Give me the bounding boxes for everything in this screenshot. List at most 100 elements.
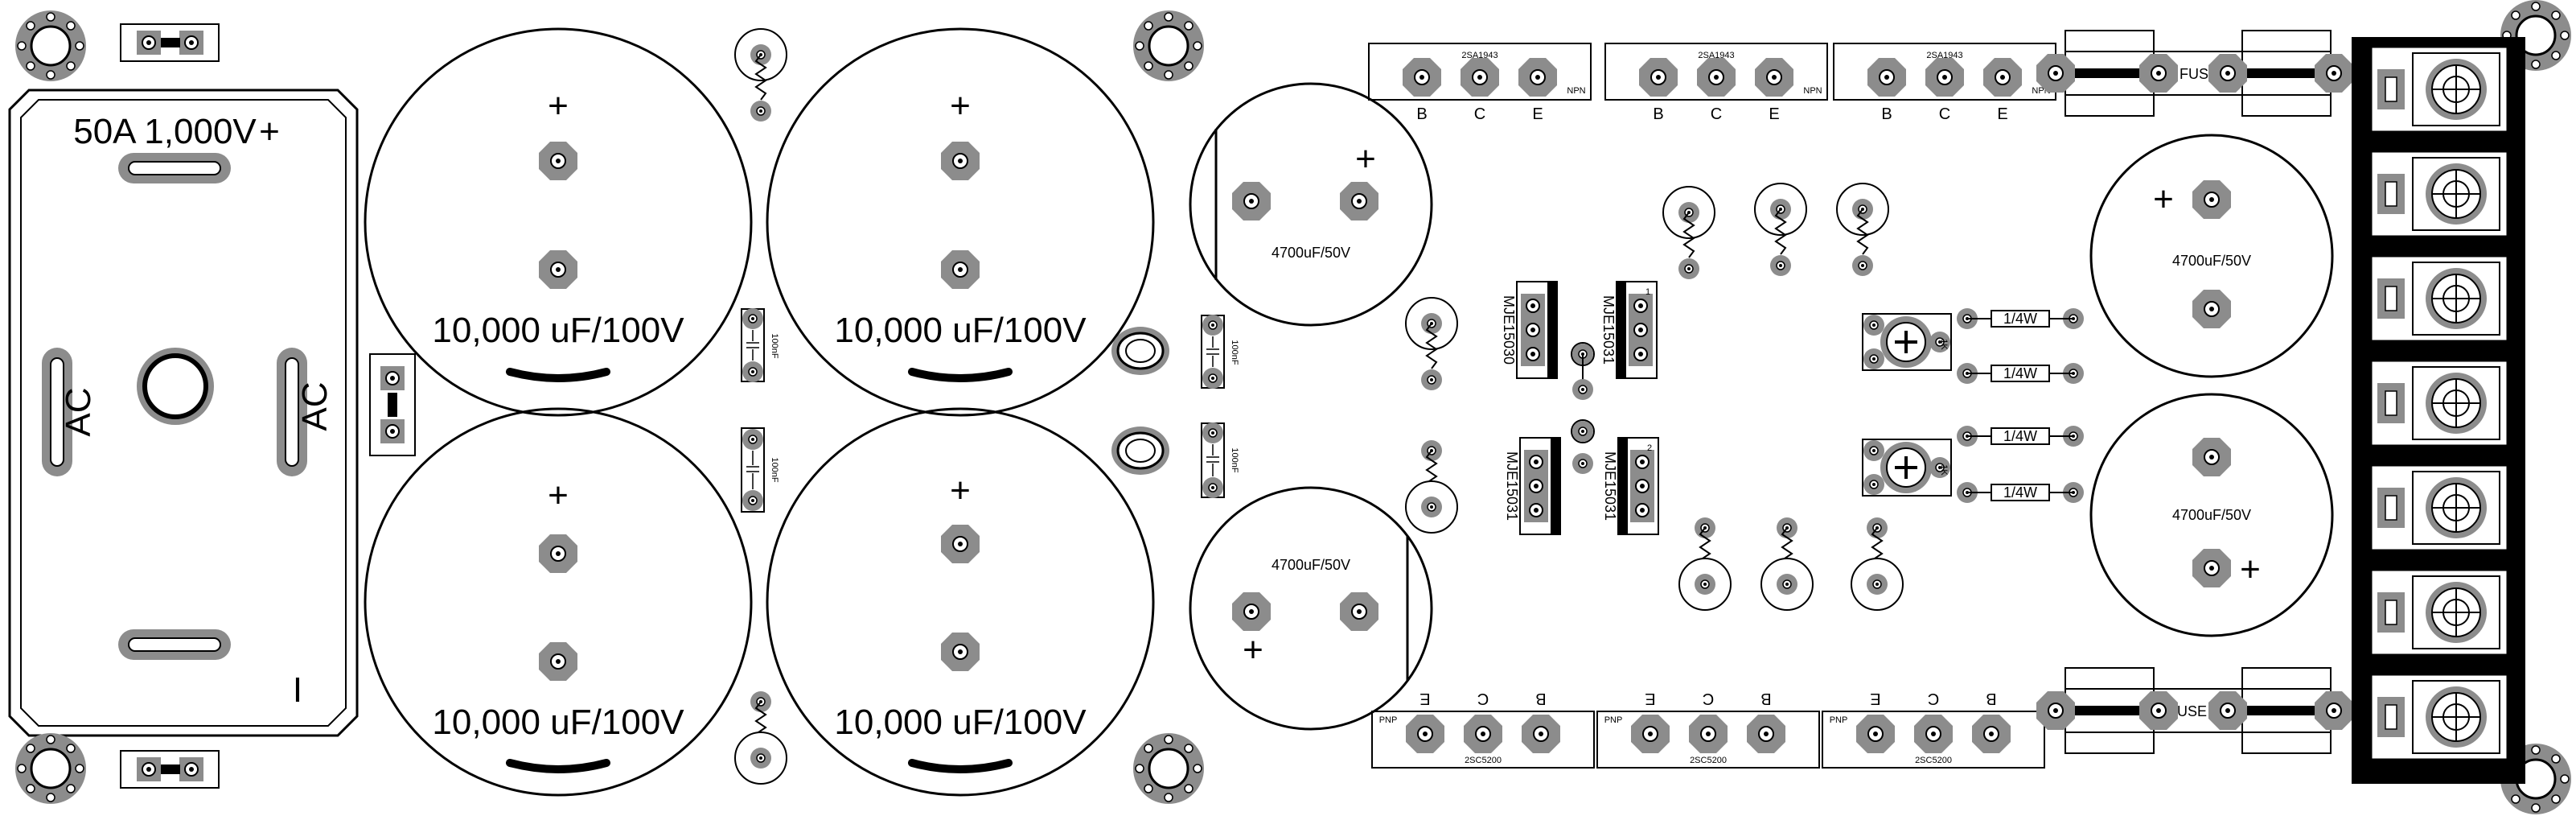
transistor-part: 2SA1943 xyxy=(1461,51,1498,60)
pin-label: B xyxy=(1653,105,1663,123)
mounting-hole-icon xyxy=(14,732,88,806)
pin-label: B xyxy=(1416,105,1427,123)
pin-label: B xyxy=(1535,690,1546,707)
pin-label: E xyxy=(1769,105,1779,123)
transistor-part: 2SC5200 xyxy=(1690,756,1727,765)
cap-plus-marker: + xyxy=(2153,179,2174,219)
transistor-type: PNP xyxy=(1830,715,1848,725)
driver-pin-number: 1 xyxy=(1645,287,1650,297)
driver-label: MJE15030 xyxy=(1501,295,1517,365)
pin-label: B xyxy=(1881,105,1892,123)
pin-label: C xyxy=(1474,105,1485,123)
pin-label: B xyxy=(1760,690,1771,707)
screw-terminal-icon xyxy=(2369,254,2509,343)
mounting-hole-icon xyxy=(1132,732,1206,806)
capacitor-main-2: + 10,000 uF/100V xyxy=(766,27,1155,417)
driver-2: 1 MJE15031 xyxy=(1600,281,1658,379)
pin-label: C xyxy=(1711,105,1722,123)
transistor-part: 2SC5200 xyxy=(1465,756,1502,765)
pin-label: C xyxy=(1703,690,1714,707)
led-top xyxy=(1111,327,1169,375)
screw-terminal-icon xyxy=(2369,568,2509,657)
transistor-top-3: 2SA1943 NPN B C E xyxy=(1833,43,2056,123)
bridge-plus-marker: + xyxy=(259,112,280,151)
resistor-vertical xyxy=(1663,187,1715,279)
driver-1: 3 MJE15030 xyxy=(1501,281,1558,379)
cap-plus-marker: + xyxy=(1243,630,1263,670)
jumper-top xyxy=(120,23,220,62)
film-cap-1: 100nF xyxy=(741,307,779,383)
bridge-ac-right: AC xyxy=(295,381,335,431)
cap-plus-marker: + xyxy=(950,471,971,510)
pin-label: E xyxy=(1645,690,1655,707)
cap-plus-marker: + xyxy=(950,86,971,126)
terminal-block xyxy=(2352,37,2525,784)
pin-label: E xyxy=(1997,105,2007,123)
screw-terminal-icon xyxy=(2369,359,2509,447)
resistor-vertical xyxy=(735,29,787,122)
resistor-label: 1/4W xyxy=(2003,428,2037,444)
resistor-quarter-watt-1: 1/4W xyxy=(1956,307,2085,330)
pin-label: E xyxy=(1870,690,1880,707)
film-cap-label: 100nF xyxy=(1230,447,1239,472)
jumper-middle xyxy=(369,353,416,456)
resistor-quarter-watt-2: 1/4W xyxy=(1956,362,2085,385)
film-cap-label: 100nF xyxy=(770,457,779,482)
resistor-vertical xyxy=(1837,183,1888,276)
resistor-vertical xyxy=(1755,183,1806,276)
film-cap-4: 100nF xyxy=(1201,422,1239,499)
cap-label: 4700uF/50V xyxy=(1272,557,1350,573)
fuse-bottom: FUSE xyxy=(2036,667,2354,754)
film-cap-2: 100nF xyxy=(741,427,779,513)
capacitor-mid-1: + 4700uF/50V xyxy=(1189,82,1433,327)
transistor-type: PNP xyxy=(1379,715,1398,725)
cap-label: 10,000 uF/100V xyxy=(834,311,1087,350)
trimmer-label: 1K xyxy=(1939,464,1949,476)
mounting-hole-icon xyxy=(1132,9,1206,83)
resistor-label: 1/4W xyxy=(2003,484,2037,501)
jumper-bottom xyxy=(120,750,220,789)
bridge-ac-left: AC xyxy=(59,387,98,436)
cap-label: 10,000 uF/100V xyxy=(432,311,684,350)
transistor-type: NPN xyxy=(1567,86,1585,96)
capacitor-main-3: + 10,000 uF/100V xyxy=(364,407,753,797)
cap-plus-marker: + xyxy=(2240,550,2261,589)
cap-label: 10,000 uF/100V xyxy=(432,703,684,742)
driver-4: 2 MJE15031 xyxy=(1602,437,1659,535)
pin-label: E xyxy=(1419,690,1430,707)
resistor-label: 1/4W xyxy=(2003,311,2037,327)
film-cap-label: 100nF xyxy=(770,333,779,358)
cap-plus-marker: + xyxy=(548,476,569,515)
driver-label: MJE15031 xyxy=(1602,451,1618,521)
pin-label: C xyxy=(1477,690,1489,707)
pin-label: E xyxy=(1532,105,1543,123)
trimmer-label: 1K xyxy=(1939,339,1949,350)
transistor-top-2: 2SA1943 NPN B C E xyxy=(1604,43,1828,123)
film-cap-3: 100nF xyxy=(1201,314,1239,389)
resistor-quarter-watt-3: 1/4W xyxy=(1956,425,2085,447)
trimmer-1: 1K xyxy=(1862,313,1952,371)
cap-label: 4700uF/50V xyxy=(2172,253,2251,269)
resistor-vertical xyxy=(1405,439,1458,534)
resistor-vertical xyxy=(1679,517,1731,610)
pin-label: C xyxy=(1928,690,1939,707)
cap-plus-marker: + xyxy=(1355,139,1376,179)
transistor-bottom-1: 2SC5200 PNP E C B xyxy=(1371,690,1595,769)
resistor-vertical xyxy=(1761,517,1813,610)
screw-terminal-icon xyxy=(2369,45,2509,134)
cap-plus-marker: + xyxy=(548,86,569,126)
capacitor-right-1: + 4700uF/50V xyxy=(2089,134,2334,378)
resistor-quarter-watt-4: 1/4W xyxy=(1956,481,2085,504)
driver-pin-number: 3 xyxy=(1547,287,1552,297)
resistor-vertical xyxy=(735,691,787,784)
transistor-part: 2SC5200 xyxy=(1915,756,1952,765)
mounting-hole-icon xyxy=(14,9,88,83)
transistor-part: 2SA1943 xyxy=(1698,51,1734,60)
led-bottom xyxy=(1111,427,1169,475)
driver-3: 1 MJE15031 xyxy=(1504,437,1561,535)
transistor-bottom-2: 2SC5200 PNP E C B xyxy=(1596,690,1820,769)
capacitor-right-2: + 4700uF/50V xyxy=(2089,393,2334,637)
bridge-rating: 50A 1,000V xyxy=(73,112,257,151)
cap-label: 4700uF/50V xyxy=(2172,507,2251,523)
